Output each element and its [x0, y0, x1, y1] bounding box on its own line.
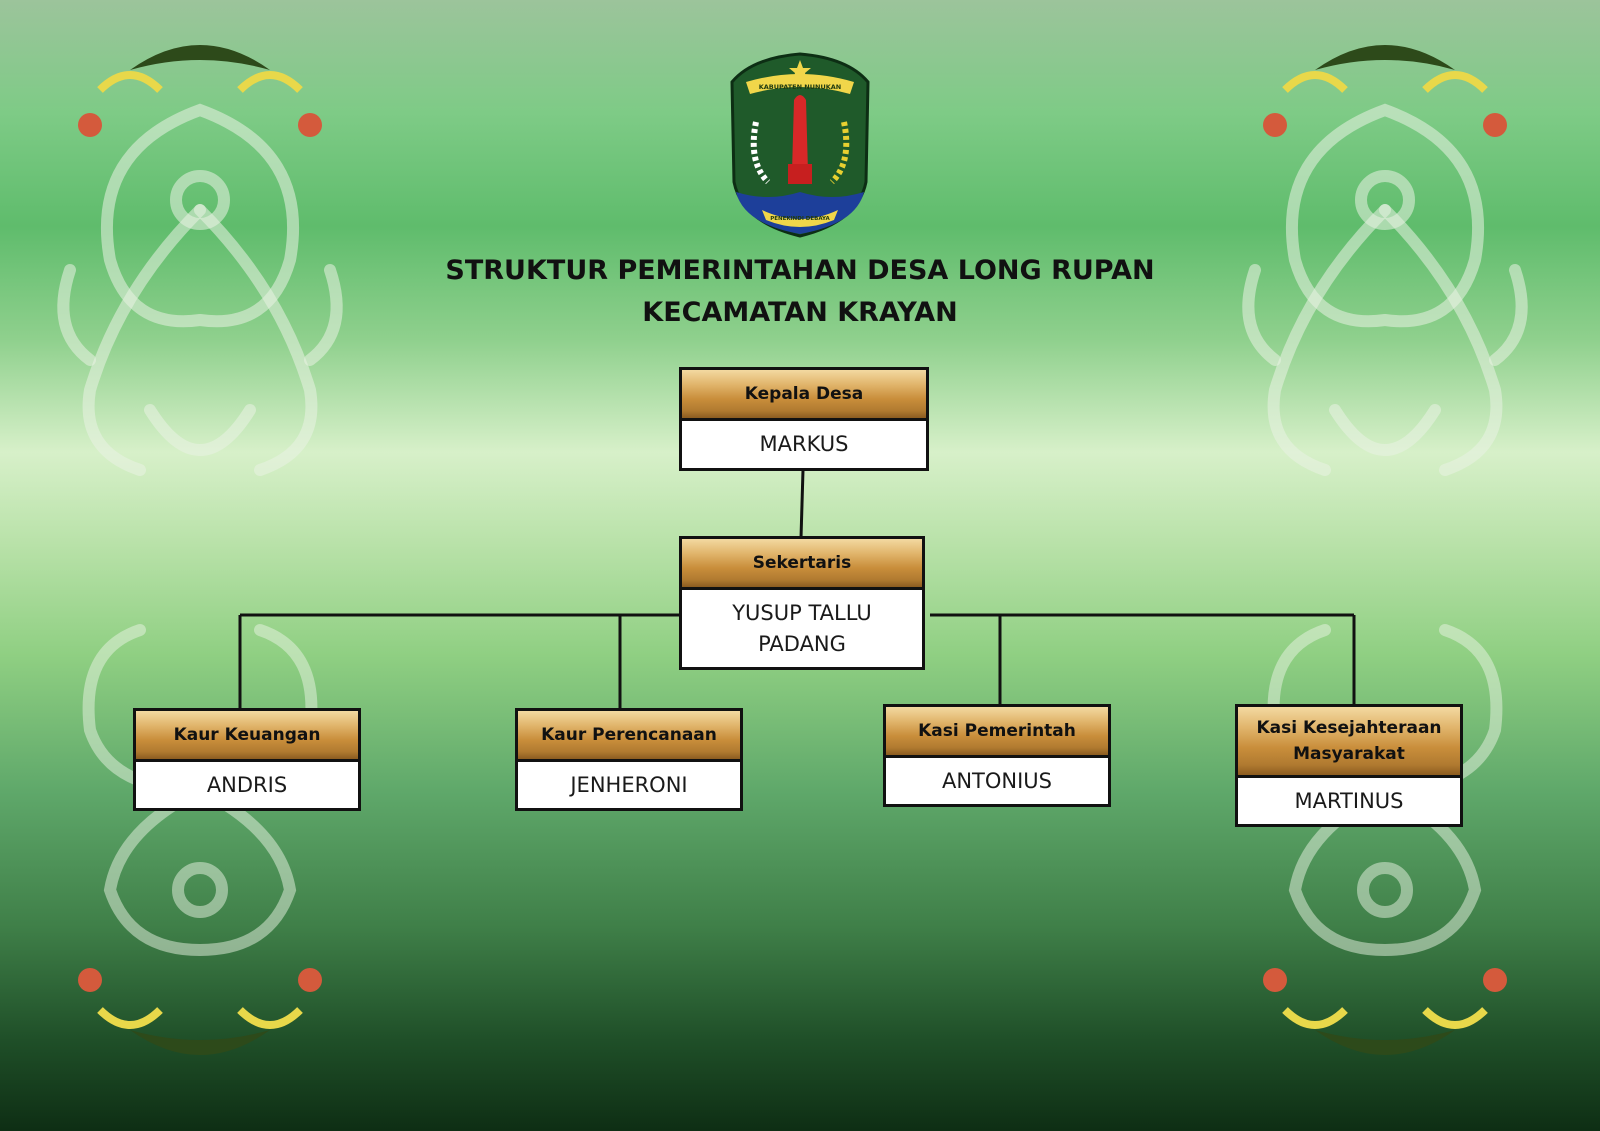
person-name: YUSUP TALLU PADANG [732, 600, 872, 656]
title-line-1: STRUKTUR PEMERINTAHAN DESA LONG RUPAN [445, 255, 1155, 286]
page-title: STRUKTUR PEMERINTAHAN DESA LONG RUPAN KE… [300, 250, 1300, 334]
person-name: JENHERONI [570, 772, 688, 797]
dayak-ornament-icon [78, 624, 322, 1055]
org-box-kepala-desa: Kepala Desa MARKUS [679, 367, 929, 471]
person-name: ANTONIUS [941, 768, 1053, 793]
connector-head-secretary [799, 469, 805, 539]
svg-text:PENEKINDI DEBAYA: PENEKINDI DEBAYA [770, 216, 830, 222]
dayak-ornament-icon [1263, 624, 1507, 1055]
role-label: Kaur Keuangan [136, 711, 358, 762]
kabupaten-nunukan-emblem-icon: KABUPATEN NUNUKAN PENEKINDI DEBAYA [730, 52, 870, 238]
role-label: Kasi Kesejahteraan Masyarakat [1238, 707, 1460, 778]
dayak-ornament-icon [1242, 45, 1528, 476]
org-box-kasi-pemerintah: Kasi Pemerintah ANTONIUS [883, 704, 1111, 807]
svg-text:KABUPATEN NUNUKAN: KABUPATEN NUNUKAN [759, 83, 842, 91]
role-label: Sekertaris [682, 539, 922, 590]
dayak-ornament-icon [57, 45, 343, 476]
role-label: Kaur Perencanaan [518, 711, 740, 762]
org-box-kaur-perencanaan: Kaur Perencanaan JENHERONI [515, 708, 743, 811]
role-label: Kasi Pemerintah [886, 707, 1108, 758]
person-name: MARTINUS [1294, 788, 1404, 813]
role-label: Kepala Desa [682, 370, 926, 421]
org-box-kasi-kesejahteraan-masyarakat: Kasi Kesejahteraan Masyarakat MARTINUS [1235, 704, 1463, 827]
person-name: ANDRIS [206, 772, 288, 797]
title-line-2: KECAMATAN KRAYAN [642, 297, 958, 328]
person-name: MARKUS [759, 432, 849, 456]
org-box-kaur-keuangan: Kaur Keuangan ANDRIS [133, 708, 361, 811]
org-box-sekertaris: Sekertaris YUSUP TALLU PADANG [679, 536, 925, 670]
